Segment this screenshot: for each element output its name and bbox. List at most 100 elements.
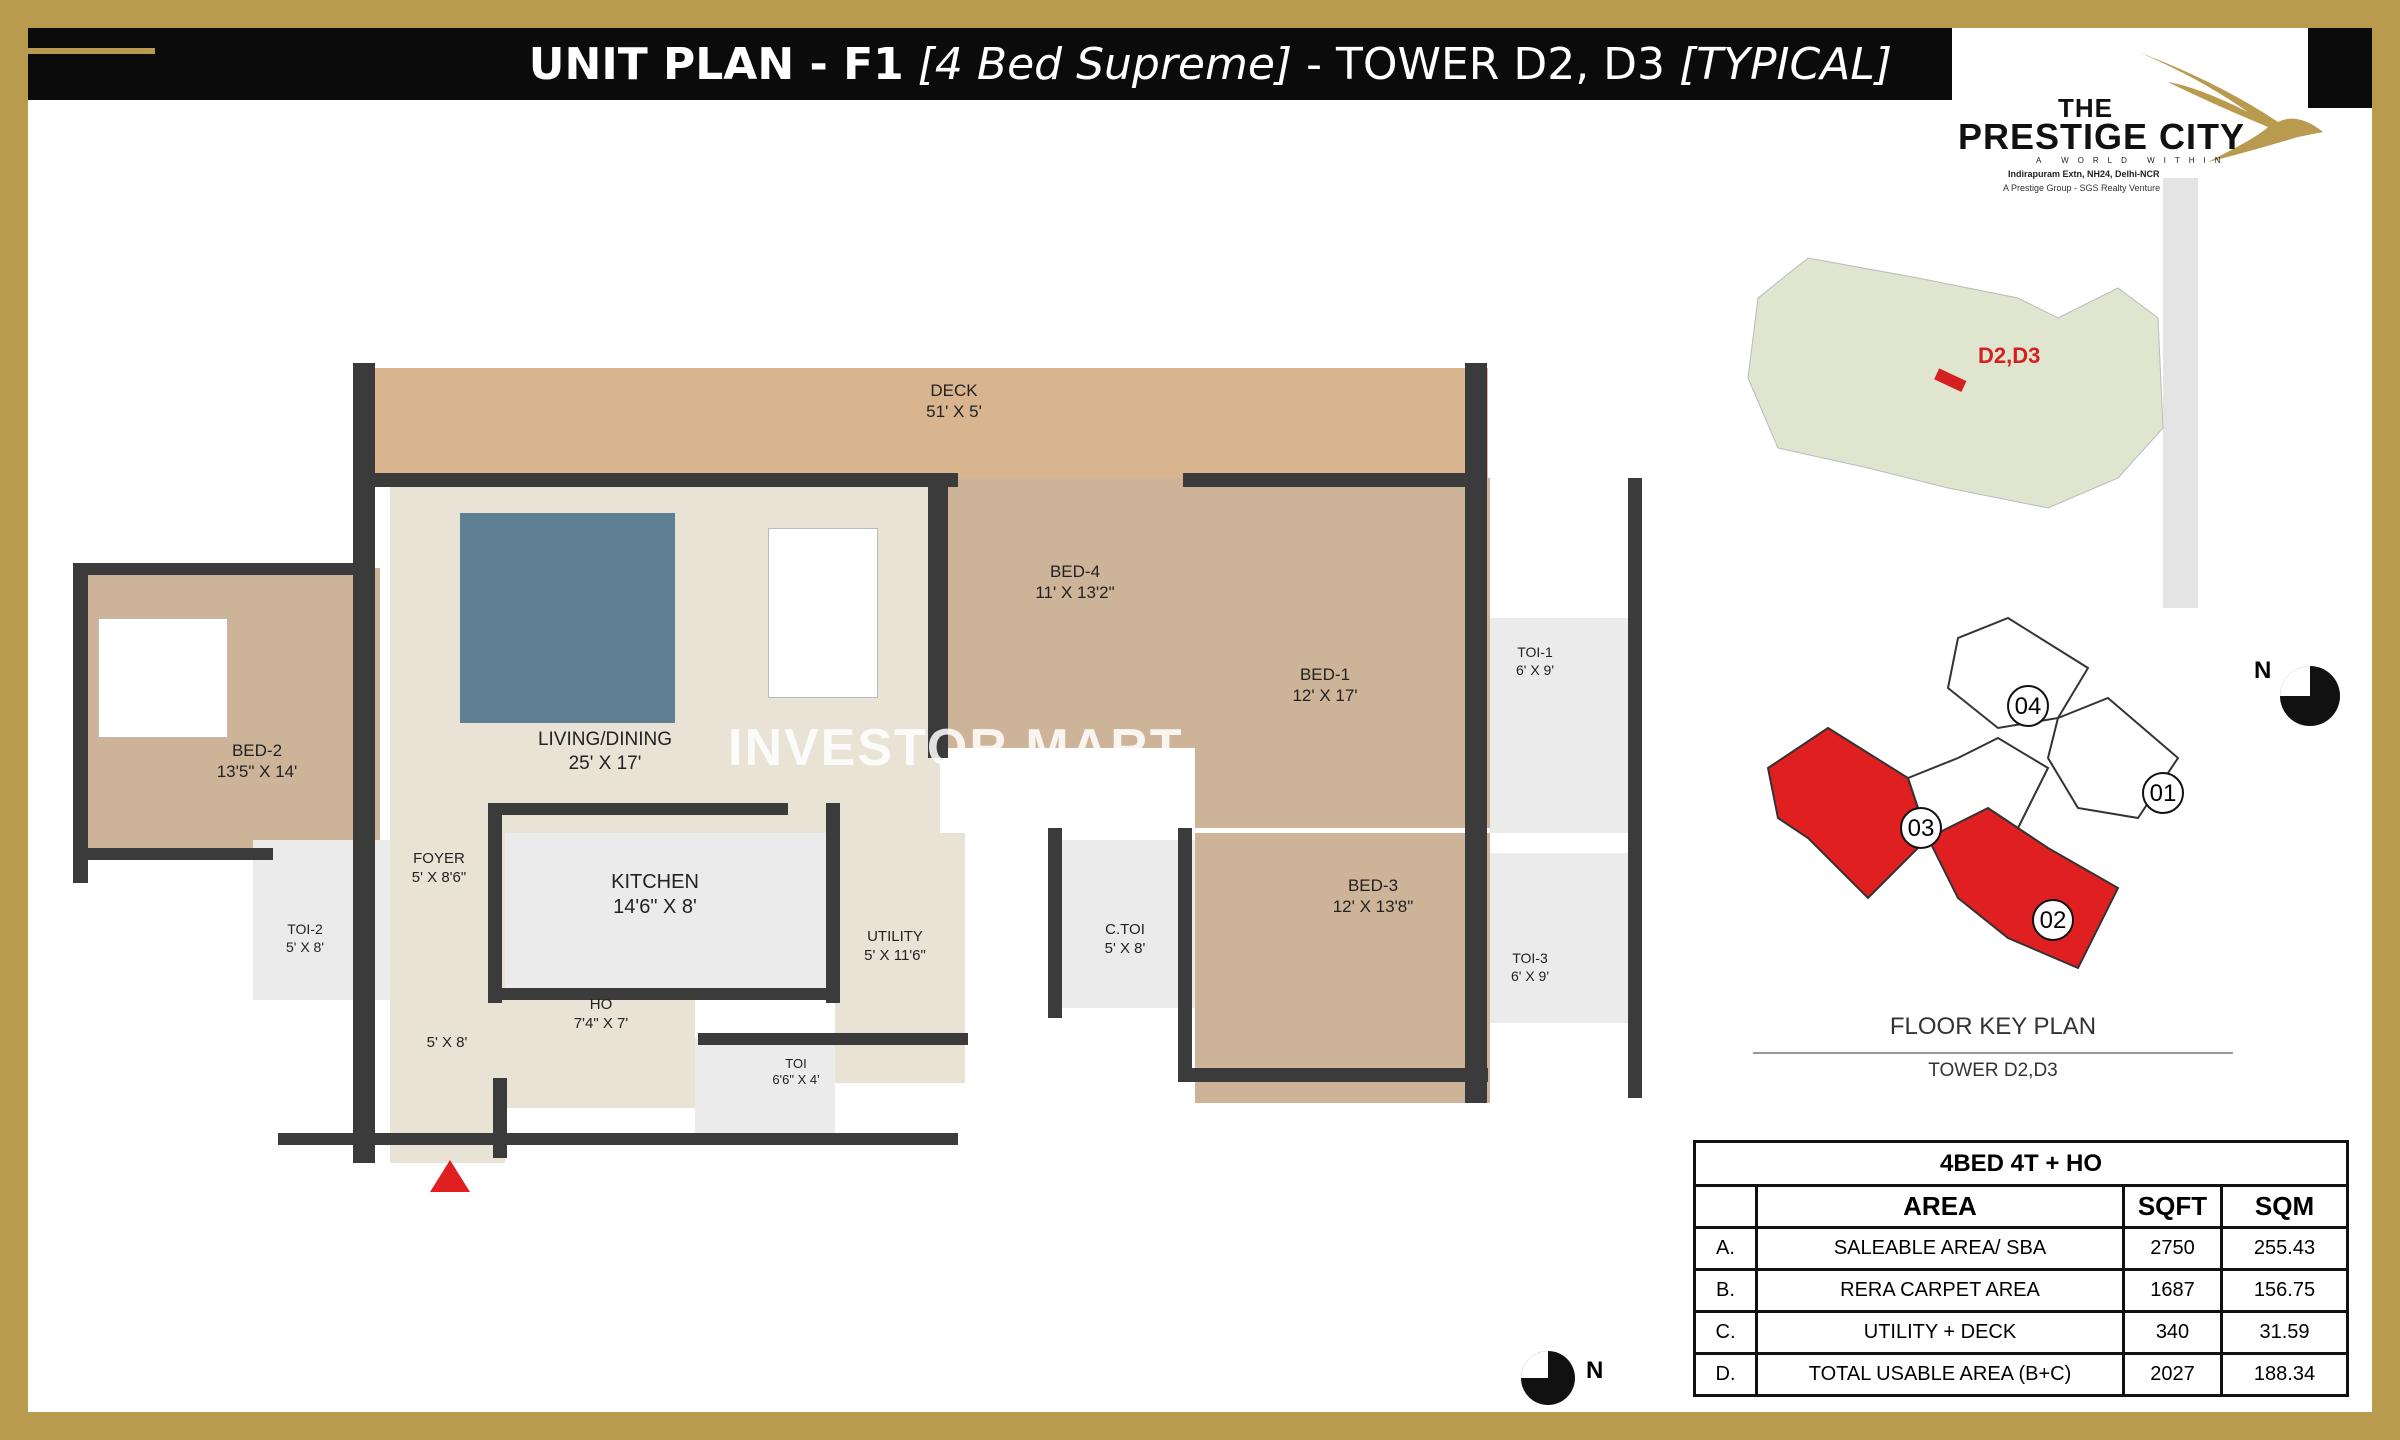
cell: 2750: [2122, 1226, 2223, 1271]
cell: 1687: [2122, 1268, 2223, 1313]
key-plan-title: FLOOR KEY PLAN: [1889, 1013, 2097, 1040]
wall: [73, 563, 373, 575]
bed-2-bed: [98, 618, 228, 738]
cell: 2027: [2122, 1352, 2223, 1397]
header-gold-line: [28, 48, 155, 54]
cell: B.: [1693, 1268, 1758, 1313]
title-typical: [TYPICAL]: [1679, 38, 1892, 90]
cell: 340: [2122, 1310, 2223, 1355]
toi-3: [1490, 853, 1640, 1023]
key-plan-subtitle: TOWER D2,D3: [1928, 1060, 2058, 1081]
toi-1: [1490, 618, 1640, 833]
watermark: INVESTOR MART: [728, 719, 1184, 777]
wall: [493, 1078, 507, 1158]
tower-label-03: 03: [1908, 815, 1935, 842]
logo-venture: A Prestige Group - SGS Realty Venture: [2003, 183, 2161, 193]
title-tower: - TOWER D2, D3: [1306, 38, 1666, 90]
compass-bottom-n: N: [1586, 1357, 1603, 1384]
wall: [1178, 828, 1192, 1078]
compass-n-label: N: [2254, 657, 2271, 684]
title-sub: [4 Bed Supreme]: [917, 38, 1293, 90]
th-sqm: SQM: [2220, 1184, 2349, 1229]
kitchen: [505, 833, 835, 998]
foyer: [390, 833, 505, 1163]
site-plan-map: D2,D3: [1747, 178, 2198, 608]
cell: 156.75: [2220, 1268, 2349, 1313]
wall: [1178, 1068, 1488, 1082]
tower-02: [1926, 806, 2120, 970]
floor-key-plan: 04 01 03 02: [1766, 616, 2184, 970]
cell: RERA CARPET AREA: [1755, 1268, 2125, 1313]
logo-the: THE: [2058, 93, 2113, 123]
cell: D.: [1693, 1352, 1758, 1397]
wall: [73, 848, 273, 860]
wall: [363, 473, 958, 487]
wall: [928, 473, 948, 758]
title-main: UNIT PLAN - F1: [528, 38, 904, 90]
brochure-page: UNIT PLAN - F1 [4 Bed Supreme] - TOWER D…: [28, 28, 2372, 1412]
passage-label: 5' X 8': [426, 1034, 468, 1051]
header-corner: [2308, 28, 2372, 108]
bed-4: [940, 478, 1195, 748]
wall: [488, 988, 828, 1000]
entrance-triangle-icon: [430, 1160, 470, 1192]
eagle-logo-icon: [2138, 52, 2323, 162]
c-toi: [1058, 840, 1195, 1008]
compass-key-icon: N: [2254, 657, 2340, 726]
wall: [1183, 473, 1483, 487]
logo-name: PRESTIGE CITY: [1958, 116, 2246, 157]
deck: [363, 368, 1488, 478]
wall: [488, 803, 788, 815]
cell: A.: [1693, 1226, 1758, 1271]
wall: [73, 563, 88, 883]
site-highlight-label: D2,D3: [1978, 343, 2040, 368]
cell: C.: [1693, 1310, 1758, 1355]
area-table-caption: 4BED 4T + HO: [1693, 1140, 2349, 1187]
tower-label-04: 04: [2015, 693, 2042, 720]
cell: 31.59: [2220, 1310, 2349, 1355]
tower-label-01: 01: [2150, 780, 2177, 807]
wall: [278, 1133, 958, 1145]
cell: TOTAL USABLE AREA (B+C): [1755, 1352, 2125, 1397]
cell: SALEABLE AREA/ SBA: [1755, 1226, 2125, 1271]
cell: UTILITY + DECK: [1755, 1310, 2125, 1355]
tower-03: [1766, 726, 1930, 900]
wall: [698, 1033, 968, 1045]
divider: [1753, 1052, 2233, 1054]
th-sqft: SQFT: [2122, 1184, 2223, 1229]
rug: [460, 513, 675, 723]
logo-tagline: A WORLD WITHIN: [2036, 156, 2230, 165]
compass-bottom-icon: N: [1521, 1351, 1603, 1405]
cell: 255.43: [2220, 1226, 2349, 1271]
tower-label-02: 02: [2040, 907, 2067, 934]
header-bar: [28, 28, 1952, 100]
wall: [826, 803, 840, 1003]
bed-1: [1195, 478, 1490, 828]
wall: [488, 803, 502, 1003]
wall: [1628, 478, 1642, 1098]
home-office: [505, 998, 695, 1108]
page-title: UNIT PLAN - F1 [4 Bed Supreme] - TOWER D…: [28, 28, 1952, 100]
dining-table: [768, 528, 878, 698]
bed-3: [1195, 833, 1490, 1103]
wall: [1048, 828, 1062, 1018]
